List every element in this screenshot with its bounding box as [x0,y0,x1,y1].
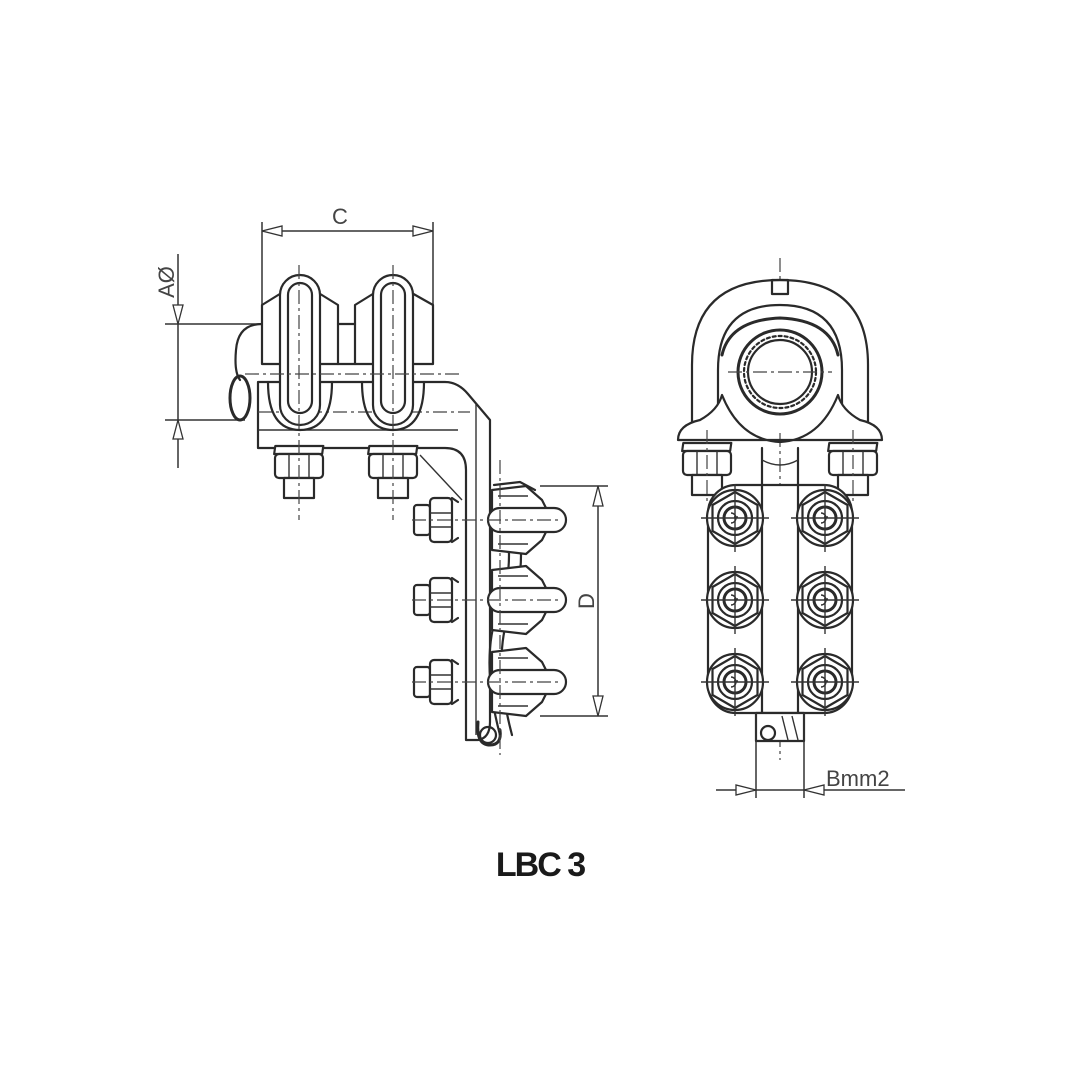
diagram-title: LBC 3 [495,846,586,884]
dimension-label-c: C [332,204,348,229]
dimension-label-b: Bmm2 [826,766,890,791]
dimension-label-a: AØ [154,266,179,298]
front-view [676,258,905,798]
side-view [165,222,608,755]
dimension-label-d: D [574,593,599,609]
